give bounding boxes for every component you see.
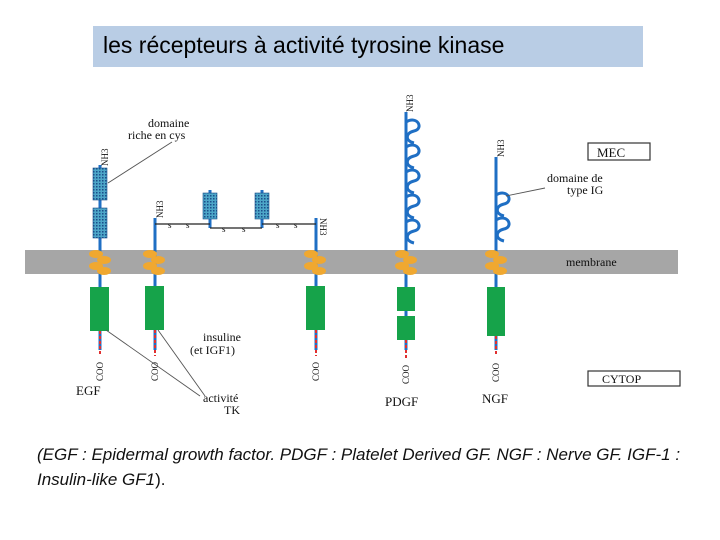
egf-cys-domain-bottom xyxy=(92,207,108,239)
insulin-nh3-left: NH3 xyxy=(155,200,165,218)
insulin-kinase-left xyxy=(145,286,164,330)
insulin-cys-domain-b xyxy=(254,192,270,220)
egf-cys-domain-top xyxy=(92,167,108,201)
caption-text: (EGF : Epidermal growth factor. PDGF : P… xyxy=(37,445,681,489)
ig-domain-label-2: type IG xyxy=(567,183,604,197)
s-bridge-3: s xyxy=(222,224,226,234)
ngf-nh3: NH3 xyxy=(496,139,506,157)
pdgf-kinase-lower xyxy=(397,316,415,340)
pdgf-kinase-upper xyxy=(397,287,415,311)
ngf-transmembrane xyxy=(485,250,507,275)
insulin-coo-right: COO xyxy=(311,361,321,381)
egf-coo: COO xyxy=(95,361,105,381)
s-bridge-5: s xyxy=(276,220,280,230)
insulin-receptor: s s s s s s NH3 NH3 COO COO xyxy=(143,190,328,381)
ngf-coo: COO xyxy=(491,362,501,382)
receptor-diagram: membrane MEC CYTOP NH3 COO xyxy=(25,94,681,417)
ig-domain-label-1: domaine de xyxy=(547,171,603,185)
pdgf-transmembrane xyxy=(395,250,417,275)
egf-receptor: NH3 COO xyxy=(89,148,111,381)
s-bridge-6: s xyxy=(294,220,298,230)
cytop-box xyxy=(587,370,681,387)
caption-end: ). xyxy=(155,470,166,489)
mec-label: MEC xyxy=(597,145,625,160)
insulin-coo-left: COO xyxy=(150,361,160,381)
ngf-ig-domains xyxy=(495,191,511,243)
s-bridge-1: s xyxy=(168,220,172,230)
tk-label-2: TK xyxy=(224,403,240,417)
insulin-nh3-right: NH3 xyxy=(318,218,328,236)
tk-annotation: activité TK xyxy=(105,329,240,417)
title-box: les récepteurs à activité tyrosine kinas… xyxy=(93,26,643,67)
pdgf-ig-domains xyxy=(405,118,421,245)
cys-domain-label-1: domaine xyxy=(148,116,189,130)
slide-title: les récepteurs à activité tyrosine kinas… xyxy=(103,32,505,58)
pdgf-coo: COO xyxy=(401,364,411,384)
egf-nh3: NH3 xyxy=(100,148,110,166)
cytop-label: CYTOP xyxy=(602,372,641,386)
cys-domain-label-2: riche en cys xyxy=(128,128,186,142)
ig-domain-annotation: domaine de type IG xyxy=(505,171,604,197)
insulin-label-2: (et IGF1) xyxy=(190,343,235,357)
cys-domain-annotation: domaine riche en cys xyxy=(107,116,189,184)
membrane-band xyxy=(25,250,678,274)
ngf-receptor: NH3 COO xyxy=(485,139,511,382)
insulin-annotation: insuline (et IGF1) xyxy=(190,330,241,357)
s-bridge-4: s xyxy=(242,224,246,234)
caption: (EGF : Epidermal growth factor. PDGF : P… xyxy=(37,442,707,492)
mec-box xyxy=(587,142,651,161)
tk-label-1: activité xyxy=(203,391,238,405)
egf-kinase-domain xyxy=(90,287,109,331)
insulin-label-1: insuline xyxy=(203,330,241,344)
egf-label: EGF xyxy=(76,383,101,398)
pdgf-nh3: NH3 xyxy=(405,94,415,112)
insulin-kinase-right xyxy=(306,286,325,330)
egf-transmembrane xyxy=(89,250,111,275)
insulin-cys-domain-a xyxy=(202,192,218,220)
s-bridge-2: s xyxy=(186,220,190,230)
ngf-label: NGF xyxy=(482,391,508,406)
pdgf-receptor: NH3 COO xyxy=(395,94,421,384)
pdgf-label: PDGF xyxy=(385,394,418,409)
ngf-kinase-domain xyxy=(487,287,505,336)
insulin-transmembrane-right xyxy=(304,250,326,275)
membrane-label: membrane xyxy=(566,255,617,269)
insulin-transmembrane-left xyxy=(143,250,165,275)
